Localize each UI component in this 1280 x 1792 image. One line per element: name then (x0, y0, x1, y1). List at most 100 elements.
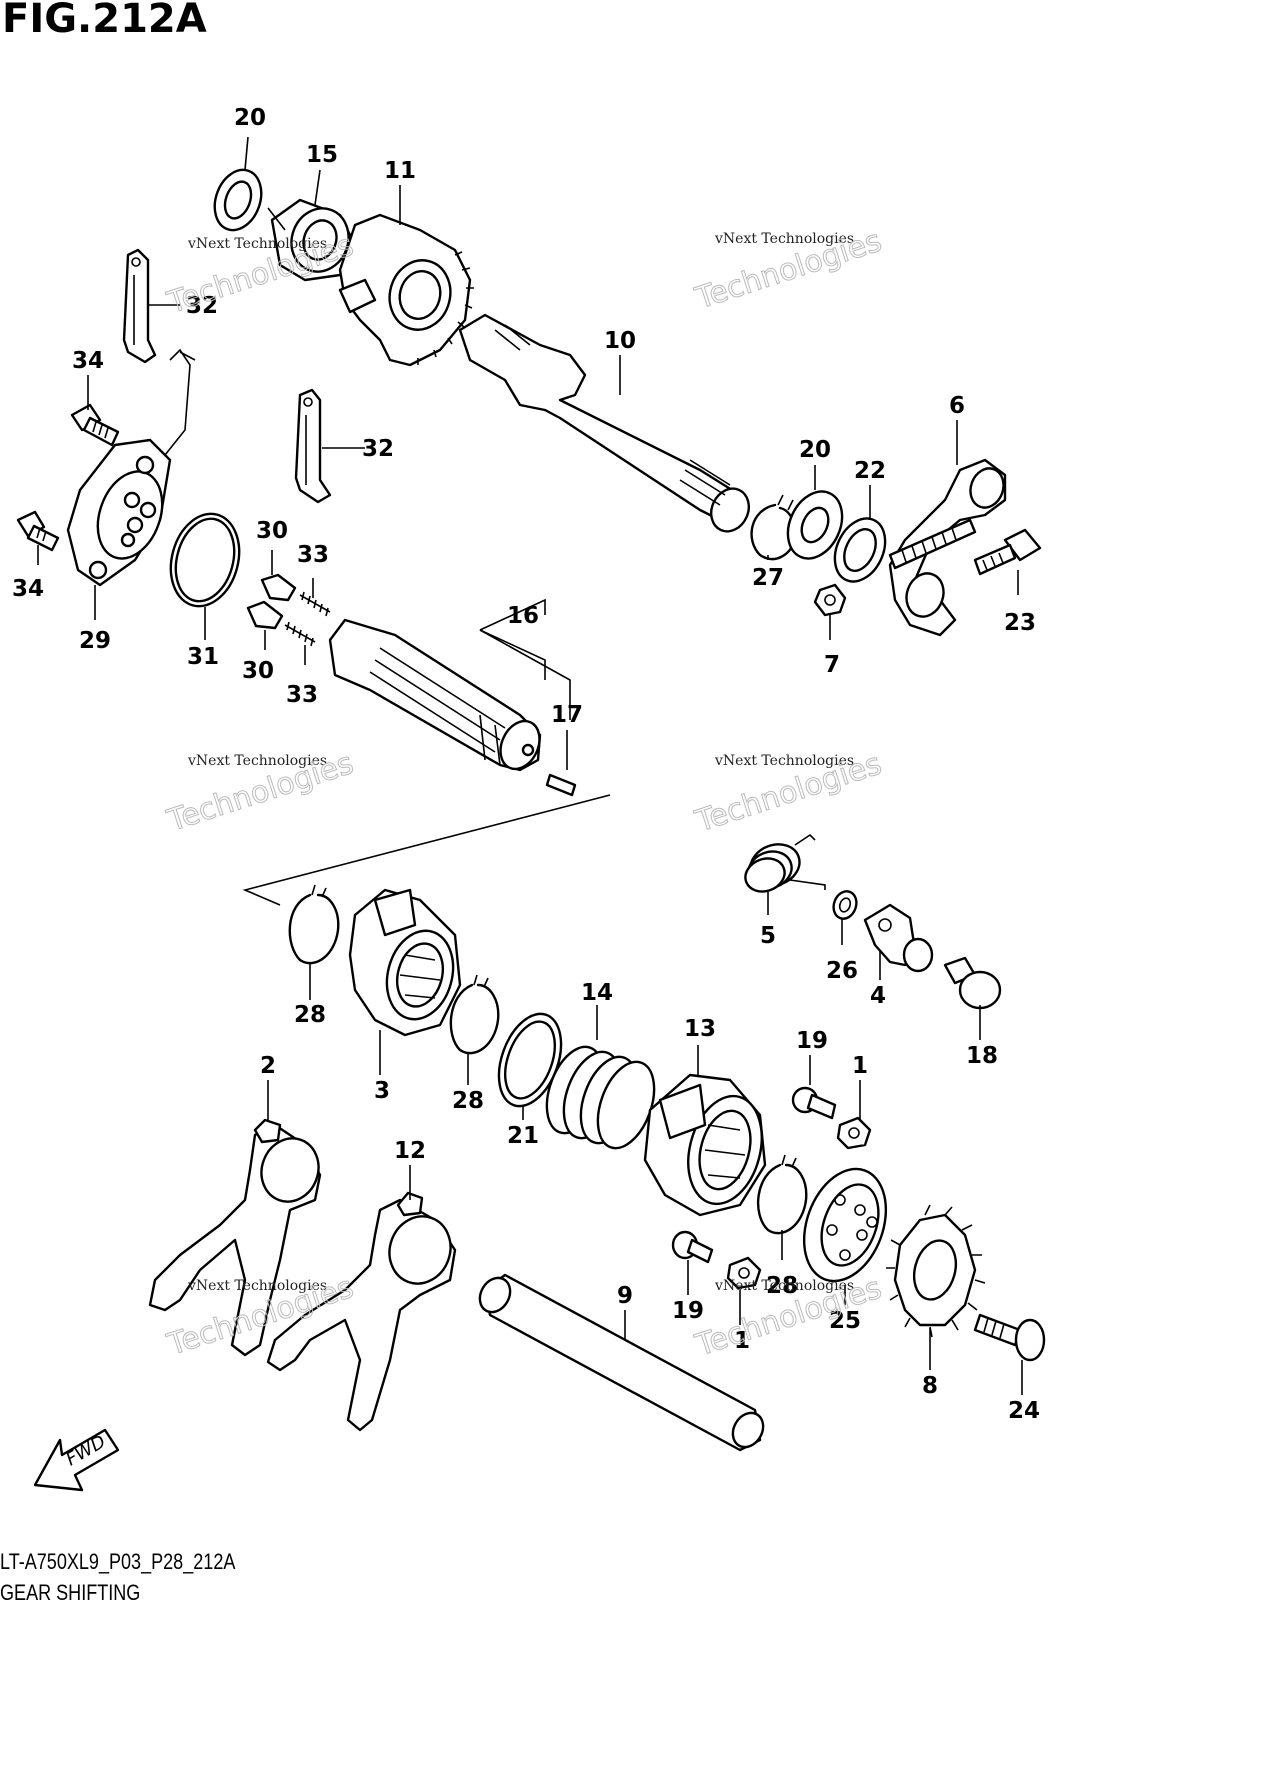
part-oil-seal-22 (833, 517, 887, 583)
svg-text:vNext Technologies: vNext Technologies (714, 753, 854, 769)
part-plate-4 (863, 903, 934, 973)
part-sector-gear-11 (338, 213, 474, 367)
callout-9: 9 (617, 1283, 633, 1309)
part-bolt-34-top (70, 403, 120, 447)
part-roller-15 (267, 198, 357, 282)
watermark-middle-right: vNext Technologies Technologies (690, 746, 886, 840)
callout-32-top: 32 (186, 293, 218, 319)
part-gear-8 (886, 1204, 986, 1338)
part-spring-5 (744, 833, 826, 893)
watermark-top-right: vNext Technologies Technologies (690, 223, 886, 317)
callout-33-upper: 33 (297, 542, 329, 568)
callout-4: 4 (870, 983, 886, 1009)
part-spring-33-lower (284, 621, 316, 647)
callout-18: 18 (966, 1043, 998, 1069)
callout-33-lower: 33 (286, 682, 318, 708)
part-bolt-23 (973, 528, 1042, 576)
callout-3: 3 (374, 1078, 390, 1104)
model-code: LT-A750XL9_P03_P28_212A (0, 1549, 236, 1574)
part-nut-1-lower (726, 1256, 762, 1290)
part-shift-cam-16 (328, 618, 542, 772)
part-shift-shaft-10 (458, 313, 750, 533)
svg-text:vNext Technologies: vNext Technologies (714, 1278, 854, 1294)
part-circlip-28-middle (449, 974, 500, 1055)
callout-5: 5 (760, 923, 776, 949)
part-shaft-9 (478, 1273, 765, 1452)
section-divider (242, 629, 611, 906)
callout-12: 12 (394, 1138, 426, 1164)
callout-20-top: 20 (234, 105, 266, 131)
callout-17: 17 (551, 702, 583, 728)
part-circlip-28-upper (288, 884, 340, 965)
callout-30-upper: 30 (256, 518, 288, 544)
leader-lines (37, 136, 1023, 1395)
callout-29: 29 (79, 628, 111, 654)
callout-20-right: 20 (799, 437, 831, 463)
callout-28-upper: 28 (294, 1002, 326, 1028)
diagram-caption: GEAR SHIFTING (0, 1580, 141, 1605)
callout-14: 14 (581, 980, 613, 1006)
callout-27: 27 (752, 565, 784, 591)
part-cover-29 (66, 348, 196, 587)
callout-1-lower: 1 (734, 1328, 750, 1354)
part-pin-30-lower (246, 600, 284, 630)
callout-32-middle: 32 (362, 436, 394, 462)
part-circlip-28-lower (756, 1154, 808, 1235)
part-washer-26 (832, 890, 858, 920)
callout-6: 6 (949, 393, 965, 419)
part-spring-33-upper (299, 591, 331, 617)
part-pin-30-upper (260, 573, 297, 602)
part-bearing-25 (802, 1167, 888, 1283)
callout-15: 15 (306, 142, 338, 168)
callout-25: 25 (829, 1308, 861, 1334)
fwd-direction-arrow: FWD (33, 1428, 120, 1492)
part-collar-13 (643, 1073, 767, 1217)
part-bolt-18 (943, 956, 1002, 1010)
svg-text:vNext Technologies: vNext Technologies (187, 1278, 327, 1294)
callout-1-upper: 1 (852, 1053, 868, 1079)
callout-22: 22 (854, 458, 886, 484)
svg-text:vNext Technologies: vNext Technologies (714, 231, 854, 247)
callout-19-lower: 19 (672, 1298, 704, 1324)
callout-31: 31 (187, 644, 219, 670)
callout-30-lower: 30 (242, 658, 274, 684)
part-shift-fork-12 (266, 1191, 457, 1432)
part-pin-17 (545, 773, 577, 797)
part-collar-3 (348, 888, 462, 1037)
part-shift-lever-6 (888, 458, 1007, 637)
svg-text:vNext Technologies: vNext Technologies (187, 753, 327, 769)
callout-2: 2 (260, 1053, 276, 1079)
part-bolt-34-lower (16, 510, 60, 552)
callout-21: 21 (507, 1123, 539, 1149)
part-shift-fork-2 (148, 1118, 322, 1357)
part-nut-7 (813, 583, 847, 617)
part-washer-20-right (786, 490, 844, 560)
svg-text:vNext Technologies: vNext Technologies (187, 236, 327, 252)
callout-19-upper: 19 (796, 1028, 828, 1054)
watermark-middle-left: vNext Technologies Technologies (162, 745, 358, 839)
callout-34-lower: 34 (12, 576, 44, 602)
callout-11: 11 (384, 158, 416, 184)
part-washer-21 (497, 1012, 563, 1108)
part-clamp-32-top (122, 248, 157, 364)
callout-labels: 20 15 11 32 10 34 32 6 20 22 34 30 33 27… (12, 105, 1040, 1424)
part-nut-1-upper (836, 1116, 872, 1150)
callout-26: 26 (826, 958, 858, 984)
part-o-ring-31 (169, 512, 241, 608)
part-washer-20-top (213, 168, 263, 232)
callout-34-top: 34 (72, 348, 104, 374)
callout-8: 8 (922, 1373, 938, 1399)
callout-23: 23 (1004, 610, 1036, 636)
callout-7: 7 (824, 652, 840, 678)
callout-10: 10 (604, 328, 636, 354)
callout-28-lower: 28 (766, 1273, 798, 1299)
part-bolt-24 (973, 1313, 1046, 1362)
part-clamp-32-middle (294, 388, 332, 504)
part-bolt-19-upper (791, 1086, 837, 1120)
callout-13: 13 (684, 1016, 716, 1042)
part-spring-14 (545, 1045, 656, 1150)
part-bolt-19-lower (671, 1230, 714, 1264)
callout-28-middle: 28 (452, 1088, 484, 1114)
callout-24: 24 (1008, 1398, 1040, 1424)
